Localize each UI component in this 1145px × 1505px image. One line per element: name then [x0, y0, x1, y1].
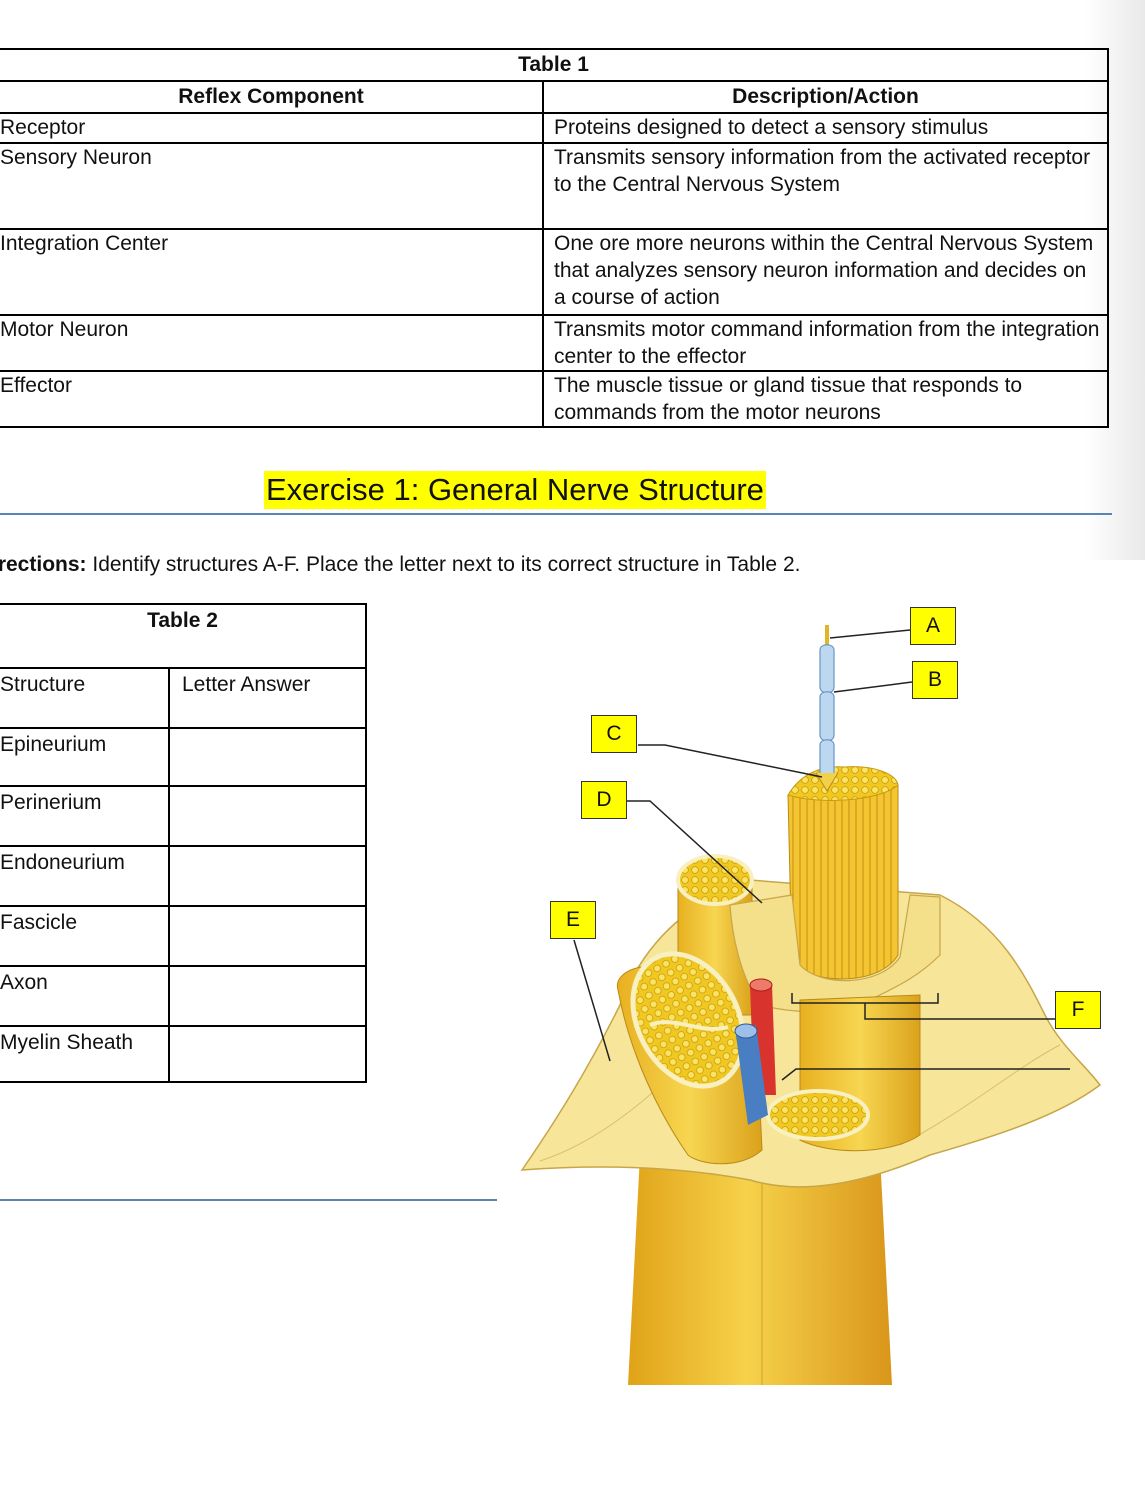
answer-cell[interactable] — [168, 785, 367, 847]
answer-cell[interactable] — [168, 905, 367, 967]
leader-lines — [573, 629, 1070, 1081]
table-row: Perinerium — [0, 785, 367, 847]
nerve-diagram: A B C D E F — [500, 595, 1120, 1395]
structure-cell: Perinerium — [0, 785, 170, 847]
label-b: B — [912, 661, 958, 699]
table-row: Endoneurium — [0, 845, 367, 907]
component-cell: Motor Neuron — [0, 314, 544, 372]
label-c: C — [591, 715, 637, 753]
nerve-trunk — [628, 1155, 892, 1385]
table-2-caption: Table 2 — [0, 603, 367, 669]
fascicle-bundle — [787, 772, 899, 980]
vein — [736, 1025, 768, 1125]
component-cell: Receptor — [0, 112, 544, 144]
table-row: Effector The muscle tissue or gland tiss… — [0, 370, 1109, 428]
description-cell: Proteins designed to detect a sensory st… — [542, 112, 1109, 144]
table-row: Integration Center One ore more neurons … — [0, 228, 1109, 316]
table-row: Axon — [0, 965, 367, 1027]
structure-cell: Endoneurium — [0, 845, 170, 907]
structure-cell: Myelin Sheath — [0, 1025, 170, 1083]
answer-cell[interactable] — [168, 965, 367, 1027]
myelin-sheath — [819, 644, 835, 694]
table-row: Epineurium — [0, 727, 367, 787]
label-e: E — [550, 901, 596, 939]
table-row: Sensory Neuron Transmits sensory informa… — [0, 142, 1109, 230]
label-d: D — [581, 781, 627, 819]
perineurium — [729, 894, 941, 1013]
table-1-header-component: Reflex Component — [0, 80, 544, 114]
table-2-header-answer: Letter Answer — [168, 667, 367, 729]
answer-cell[interactable] — [168, 845, 367, 907]
label-a: A — [910, 607, 956, 645]
description-cell: One ore more neurons within the Central … — [542, 228, 1109, 316]
section-rule-top — [0, 513, 1112, 515]
table-1-caption: Table 1 — [0, 48, 1109, 82]
table-1-header-description: Description/Action — [542, 80, 1109, 114]
table-1: Table 1 Reflex Component Description/Act… — [0, 48, 1109, 428]
answer-cell[interactable] — [168, 1025, 367, 1083]
section-rule-bottom — [0, 1199, 497, 1201]
description-cell: Transmits sensory information from the a… — [542, 142, 1109, 230]
table-row: Motor Neuron Transmits motor command inf… — [0, 314, 1109, 372]
description-cell: Transmits motor command information from… — [542, 314, 1109, 372]
answer-cell[interactable] — [168, 727, 367, 787]
description-cell: The muscle tissue or gland tissue that r… — [542, 370, 1109, 428]
component-cell: Effector — [0, 370, 544, 428]
nerve-illustration — [520, 625, 1102, 1385]
table-row: Fascicle — [0, 905, 367, 967]
component-cell: Sensory Neuron — [0, 142, 544, 230]
exercise-title: Exercise 1: General Nerve Structure — [264, 471, 766, 509]
structure-cell: Fascicle — [0, 905, 170, 967]
table-2: Table 2 Structure Letter Answer Epineuri… — [0, 603, 367, 1083]
structure-cell: Axon — [0, 965, 170, 1027]
structure-cell: Epineurium — [0, 727, 170, 787]
table-row: Receptor Proteins designed to detect a s… — [0, 112, 1109, 144]
directions-text: Identify structures A-F. Place the lette… — [86, 553, 801, 576]
table-row: Myelin Sheath — [0, 1025, 367, 1083]
directions: irections: Identify structures A-F. Plac… — [0, 551, 800, 579]
directions-label: irections: — [0, 553, 87, 576]
label-f: F — [1055, 991, 1101, 1029]
component-cell: Integration Center — [0, 228, 544, 316]
table-2-header-structure: Structure — [0, 667, 170, 729]
